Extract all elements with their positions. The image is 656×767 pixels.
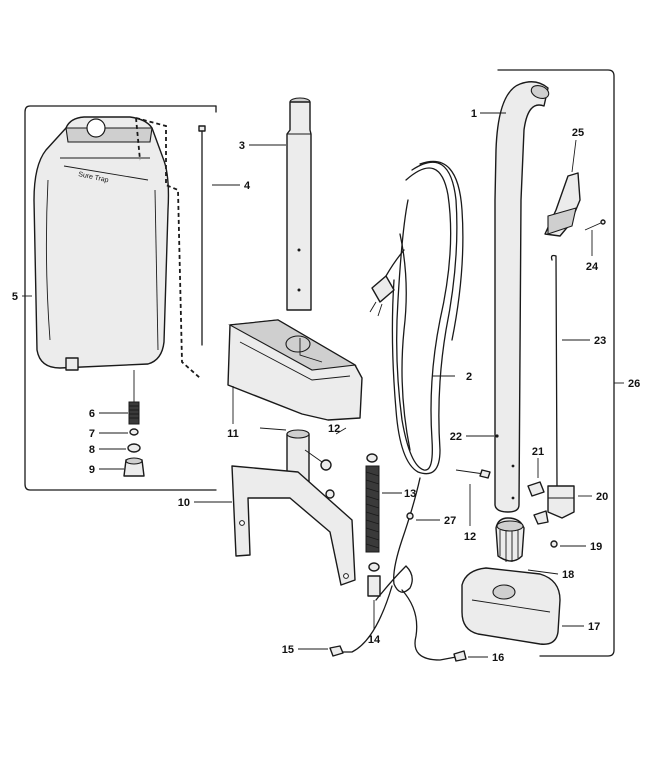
switch-housing-part	[461, 567, 561, 645]
lower-tube-screws	[455, 469, 491, 479]
callout-labels: 1 2 3 4 5 6 7 8 9 10 11 12 12 13 14 15 1…	[12, 108, 640, 664]
power-cord-part	[369, 160, 464, 475]
yoke-part	[231, 429, 356, 586]
callout-8: 8	[89, 444, 95, 456]
callout-18: 18	[562, 569, 574, 581]
callout-11: 11	[227, 428, 239, 440]
callout-2: 2	[466, 371, 472, 383]
callout-15: 15	[282, 644, 294, 656]
switch-bracket-part	[527, 481, 575, 548]
callout-19: 19	[590, 541, 602, 553]
callout-3: 3	[239, 140, 245, 152]
upper-tube-part	[286, 97, 312, 311]
callout-9: 9	[89, 464, 95, 476]
leader-lines	[22, 112, 624, 658]
lower-tube-part	[494, 81, 550, 513]
callout-6: 6	[89, 408, 95, 420]
callout-1: 1	[471, 108, 477, 120]
callout-27: 27	[444, 515, 456, 527]
callout-7: 7	[89, 428, 95, 440]
base-housing-part	[227, 319, 363, 421]
handle-assembly-bracket	[497, 69, 615, 657]
internal-wire-part	[329, 477, 467, 662]
switch-lever-part	[544, 172, 606, 237]
callout-21: 21	[532, 446, 544, 458]
bag-clip-stack	[123, 370, 145, 477]
callout-5: 5	[12, 291, 18, 303]
dust-bag-part: Sure Trap	[33, 116, 170, 371]
tension-spring-part	[365, 453, 380, 553]
spacer-part	[367, 562, 381, 597]
callout-14: 14	[368, 634, 381, 646]
handle-knob-part	[495, 517, 525, 562]
callout-22: 22	[450, 431, 462, 443]
callout-24: 24	[586, 261, 599, 273]
yoke-screws	[259, 427, 335, 499]
callout-12-lower: 12	[464, 531, 476, 543]
callout-16: 16	[492, 652, 504, 664]
bag-assembly-bracket	[24, 105, 217, 491]
callout-10: 10	[178, 497, 190, 509]
callout-13: 13	[404, 488, 416, 500]
callout-12-upper: 12	[328, 423, 340, 435]
callout-17: 17	[588, 621, 600, 633]
callout-26: 26	[628, 378, 640, 390]
switch-rod-part	[550, 254, 558, 487]
callout-23: 23	[594, 335, 606, 347]
callout-25: 25	[572, 127, 584, 139]
callout-20: 20	[596, 491, 608, 503]
rod-part	[198, 125, 206, 346]
callout-4: 4	[244, 180, 251, 192]
gasket-outline	[135, 117, 201, 379]
